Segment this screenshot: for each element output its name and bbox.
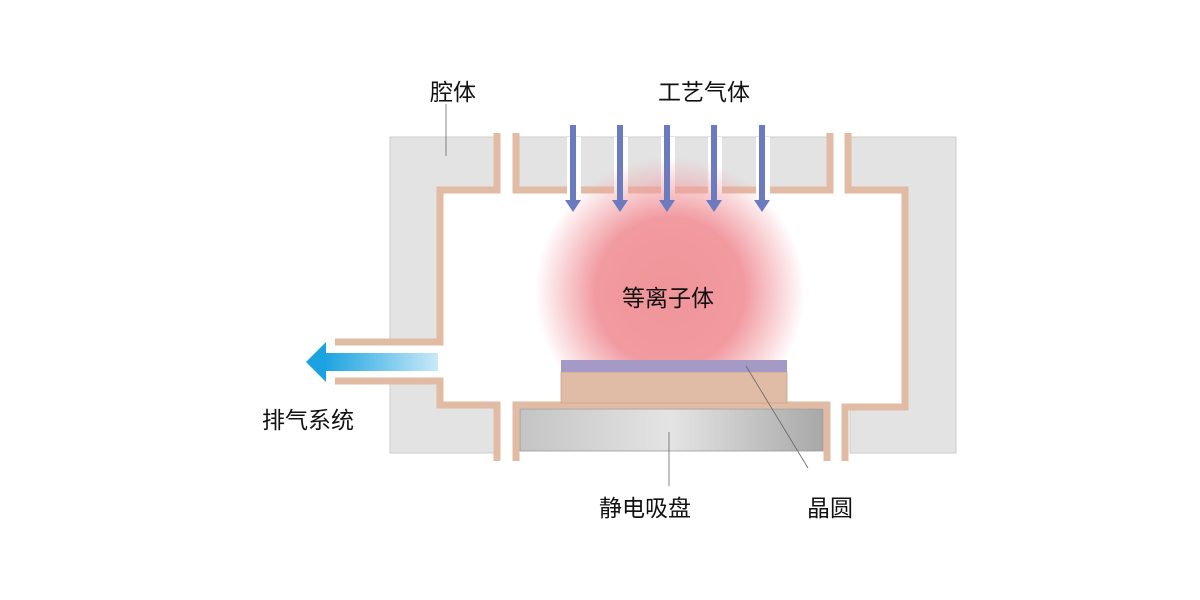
gas-arrow-2 <box>612 125 628 212</box>
gas-arrow-5 <box>754 125 770 212</box>
label-exhaust-system: 排气系统 <box>262 408 354 434</box>
label-process-gas: 工艺气体 <box>658 80 750 106</box>
gas-arrow-3 <box>659 125 675 212</box>
label-wafer: 晶圆 <box>807 496 853 522</box>
wafer <box>561 360 787 372</box>
label-plasma: 等离子体 <box>622 286 714 312</box>
leader-lines <box>445 104 809 486</box>
gas-arrows <box>565 125 770 212</box>
gas-arrow-1 <box>565 125 581 212</box>
chamber-wall-left <box>335 133 501 461</box>
plasma-glow <box>535 157 805 427</box>
chamber-wall-right <box>841 133 957 461</box>
label-chamber: 腔体 <box>430 80 476 106</box>
gas-arrow-4 <box>706 125 722 212</box>
label-electrostatic-chuck: 静电吸盘 <box>599 496 691 522</box>
exhaust-arrow <box>306 342 438 382</box>
electrostatic-chuck <box>512 360 831 461</box>
